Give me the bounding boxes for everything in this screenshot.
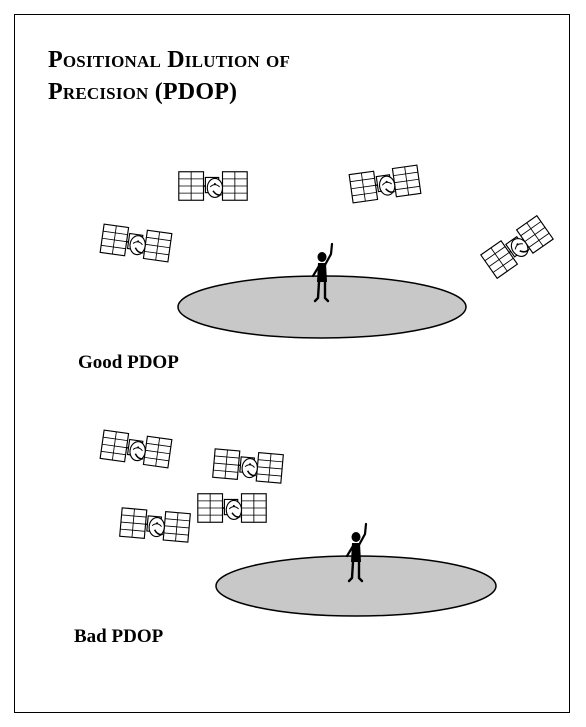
satellite-icon: [118, 507, 192, 543]
bad-pdop-scene: [99, 429, 497, 617]
good-pdop-scene: [99, 164, 554, 339]
satellite-icon: [178, 170, 248, 202]
satellite-icon: [480, 214, 554, 280]
satellite-icon: [99, 223, 173, 263]
title-line-1: Positional Dilution of: [48, 47, 291, 73]
ground-disc: [177, 275, 467, 339]
satellite-icon: [348, 164, 422, 204]
page-title: Positional Dilution of Precision (PDOP): [48, 44, 290, 108]
bad-pdop-label: Bad PDOP: [74, 626, 164, 647]
title-line-2: Precision (PDOP): [48, 79, 238, 105]
satellite-icon: [211, 448, 285, 484]
satellite-icon: [197, 492, 267, 524]
satellite-icon: [99, 429, 173, 469]
good-pdop-label: Good PDOP: [78, 352, 179, 373]
ground-disc: [215, 555, 497, 617]
